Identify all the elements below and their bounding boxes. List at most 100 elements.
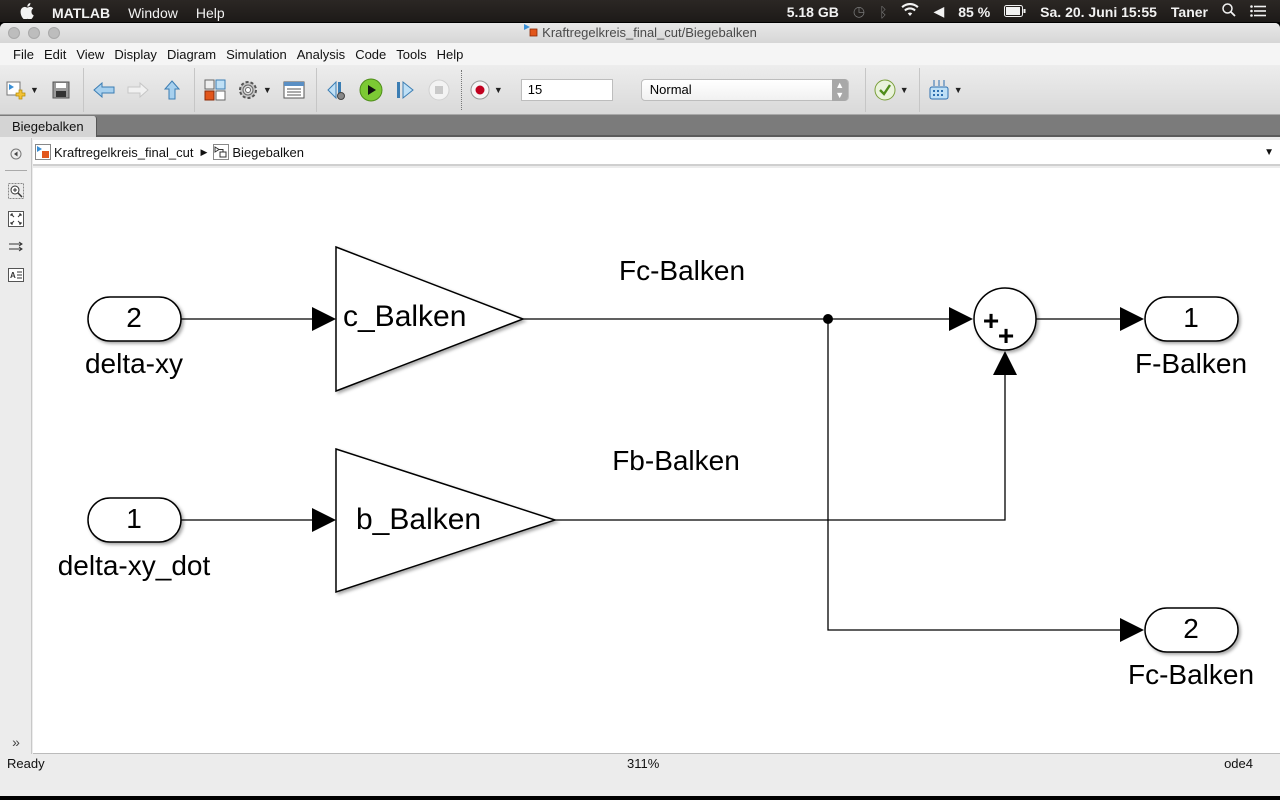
battery-icon[interactable] — [1004, 4, 1026, 20]
fit-to-view-button[interactable] — [8, 211, 24, 227]
stop-button[interactable] — [427, 76, 451, 104]
svg-text:A: A — [10, 271, 16, 280]
menu-diagram[interactable]: Diagram — [166, 46, 217, 62]
model-explorer-icon — [283, 81, 305, 98]
mac-menu-help[interactable]: Help — [195, 5, 225, 21]
menu-display[interactable]: Display — [114, 46, 157, 62]
signal-label-fc-balken[interactable]: Fc-Balken — [619, 255, 745, 286]
zoom-level[interactable]: 311% — [627, 756, 660, 771]
circle-arrow-left-icon — [10, 148, 22, 160]
volume-icon[interactable]: ◀ — [933, 3, 945, 19]
arrowhead-icon — [993, 351, 1017, 375]
model-settings-button[interactable]: ▼ — [237, 76, 272, 104]
subsystem-icon — [213, 144, 230, 160]
build-icon — [929, 79, 949, 99]
arrowhead-icon — [949, 307, 973, 331]
tab-biegebalken[interactable]: Biegebalken — [0, 116, 97, 137]
chevron-down-icon[interactable]: ▼ — [493, 84, 503, 95]
outport-number: 1 — [1183, 302, 1199, 333]
inport-delta-xy-dot[interactable]: 1 delta-xy_dot — [58, 497, 211, 581]
build-button[interactable]: ▼ — [928, 76, 963, 104]
menu-code[interactable]: Code — [355, 46, 387, 62]
solver-name[interactable]: ode4 — [1224, 756, 1253, 771]
model-advisor-button[interactable]: ▼ — [874, 76, 909, 104]
run-icon — [359, 78, 383, 101]
app-menu-matlab[interactable]: MATLAB — [52, 5, 111, 21]
forward-button[interactable] — [126, 76, 150, 104]
menu-simulation[interactable]: Simulation — [226, 46, 287, 62]
menu-tools[interactable]: Tools — [396, 46, 427, 62]
select-stepper-icon[interactable]: ▲▼ — [831, 78, 848, 101]
menu-edit[interactable]: Edit — [43, 46, 67, 62]
zoom-button[interactable] — [8, 183, 24, 199]
chevron-down-icon[interactable]: ▼ — [899, 84, 909, 95]
gain-block-b-balken[interactable]: b_Balken — [335, 447, 558, 594]
up-icon — [163, 79, 180, 99]
inport-name: delta-xy — [85, 348, 183, 379]
notification-center-icon[interactable] — [1250, 4, 1266, 20]
library-browser-button[interactable] — [203, 76, 227, 104]
signal-label-fb-balken[interactable]: Fb-Balken — [612, 445, 740, 476]
menu-file[interactable]: File — [13, 46, 34, 62]
chevron-down-icon[interactable]: ▼ — [953, 84, 963, 95]
user-name[interactable]: Taner — [1170, 3, 1208, 20]
zoom-window-button[interactable] — [48, 27, 60, 39]
model-advisor-icon — [874, 79, 896, 100]
minimize-window-button[interactable] — [28, 27, 40, 39]
breadcrumb-subsystem[interactable]: Biegebalken — [213, 144, 304, 160]
address-history-dropdown-icon[interactable]: ▼ — [1264, 147, 1274, 158]
close-window-button[interactable] — [8, 27, 20, 39]
chevron-down-icon[interactable]: ▼ — [262, 84, 272, 95]
menu-analysis[interactable]: Analysis — [296, 46, 346, 62]
memory-indicator[interactable]: 5.18 GB — [786, 3, 839, 20]
signal-branch-fc-balken[interactable] — [827, 319, 1120, 631]
status-bar: Ready 311% ode4 — [0, 754, 1280, 773]
gain-label: b_Balken — [356, 503, 481, 536]
back-button[interactable] — [92, 76, 116, 104]
clock[interactable]: Sa. 20. Juni 15:55 — [1040, 3, 1157, 20]
new-model-button[interactable]: ▼ — [6, 76, 39, 104]
menu-view[interactable]: View — [76, 46, 105, 62]
signal-line-fb-balken[interactable] — [555, 375, 1006, 521]
inport-delta-xy[interactable]: 2 delta-xy — [85, 296, 183, 379]
signal-routing-button[interactable] — [8, 239, 24, 255]
record-button[interactable]: ▼ — [470, 76, 503, 104]
model-icon — [35, 144, 51, 160]
expand-palette-icon[interactable]: » — [12, 734, 20, 750]
breadcrumb-subsystem-label: Biegebalken — [232, 144, 304, 160]
wifi-icon[interactable] — [901, 2, 920, 20]
model-icon — [523, 23, 539, 43]
annotation-button[interactable]: A — [8, 267, 24, 283]
hide-explorer-bar-button[interactable] — [8, 146, 24, 162]
run-button[interactable] — [359, 76, 383, 104]
up-button[interactable] — [160, 76, 184, 104]
toolbar-separator — [460, 69, 462, 110]
stop-time-input[interactable] — [520, 78, 613, 101]
chevron-down-icon[interactable]: ▼ — [30, 84, 39, 95]
mac-menu-window[interactable]: Window — [128, 5, 178, 21]
bluetooth-icon[interactable]: ᛒ — [879, 3, 888, 20]
time-machine-icon[interactable]: ◷ — [852, 3, 866, 19]
step-forward-button[interactable] — [393, 76, 417, 104]
apple-menu-icon[interactable] — [20, 3, 34, 23]
sum-block[interactable]: + + — [973, 287, 1037, 351]
new-model-icon — [6, 81, 26, 99]
arrowhead-icon — [1120, 307, 1144, 331]
outport-f-balken[interactable]: 1 F-Balken — [1135, 296, 1247, 379]
battery-percent[interactable]: 85 % — [958, 3, 991, 20]
macos-menu-bar: MATLAB Window Help 5.18 GB ◷ ᛒ ◀ 85 % Sa… — [0, 0, 1280, 22]
step-back-button[interactable] — [325, 76, 349, 104]
model-explorer-button[interactable] — [282, 76, 306, 104]
spotlight-search-icon[interactable] — [1222, 3, 1236, 20]
arrowhead-icon — [312, 508, 336, 532]
breadcrumb-model[interactable]: Kraftregelkreis_final_cut — [35, 144, 193, 160]
sum-sign: + — [983, 305, 999, 336]
menu-help[interactable]: Help — [436, 46, 464, 62]
toolbar-separator — [315, 67, 317, 112]
diagram-canvas[interactable]: 2 delta-xy 1 delta-xy_dot c_Balken b_Bal… — [33, 168, 1280, 754]
outport-fc-balken[interactable]: 2 Fc-Balken — [1128, 607, 1254, 690]
simulation-mode-select[interactable]: Normal ▲▼ — [640, 78, 849, 101]
gain-block-c-balken[interactable]: c_Balken — [335, 245, 526, 393]
save-button[interactable] — [49, 76, 73, 104]
step-forward-icon — [396, 80, 414, 99]
